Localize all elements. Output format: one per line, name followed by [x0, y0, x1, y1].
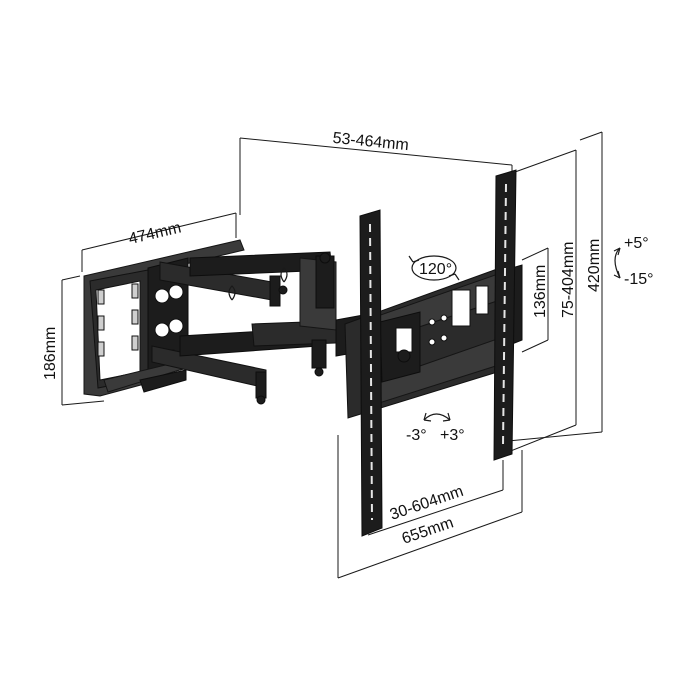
vesa-rail-spacing-dimension: 136mm	[521, 247, 549, 353]
wall-plate-height-label: 186mm	[42, 327, 59, 380]
tilt-up-label: +5°	[624, 235, 649, 252]
top-width-dimension: 53-464mm	[239, 130, 513, 215]
rotation-arrow-icon	[423, 413, 451, 421]
vesa-rail-spacing-label: 136mm	[532, 265, 549, 318]
arm-depth-label: 474mm	[127, 219, 183, 248]
vesa-vertical-label: 75-404mm	[560, 242, 577, 318]
swivel-label: 120°	[419, 261, 452, 278]
top-width-label: 53-464mm	[332, 130, 410, 154]
max-height-dimension: 420mm	[496, 131, 603, 443]
rotation-left-label: -3°	[406, 427, 427, 444]
swivel-indicator: 120°	[408, 255, 460, 281]
vesa-vertical-dimension: 75-404mm	[507, 149, 577, 453]
tilt-indicator: +5° -15°	[613, 235, 654, 288]
tilt-down-label: -15°	[624, 271, 654, 288]
rotation-right-label: +3°	[440, 427, 465, 444]
vesa-horizontal-label: 30-604mm	[388, 483, 466, 524]
wall-plate	[83, 239, 245, 397]
rotation-indicator: -3° +3°	[406, 412, 465, 444]
wall-plate-height-dimension: 186mm	[42, 275, 105, 406]
articulating-arms	[151, 251, 383, 405]
max-height-label: 420mm	[586, 239, 603, 292]
total-width-label: 655mm	[400, 514, 456, 547]
tv-bracket	[344, 169, 523, 537]
